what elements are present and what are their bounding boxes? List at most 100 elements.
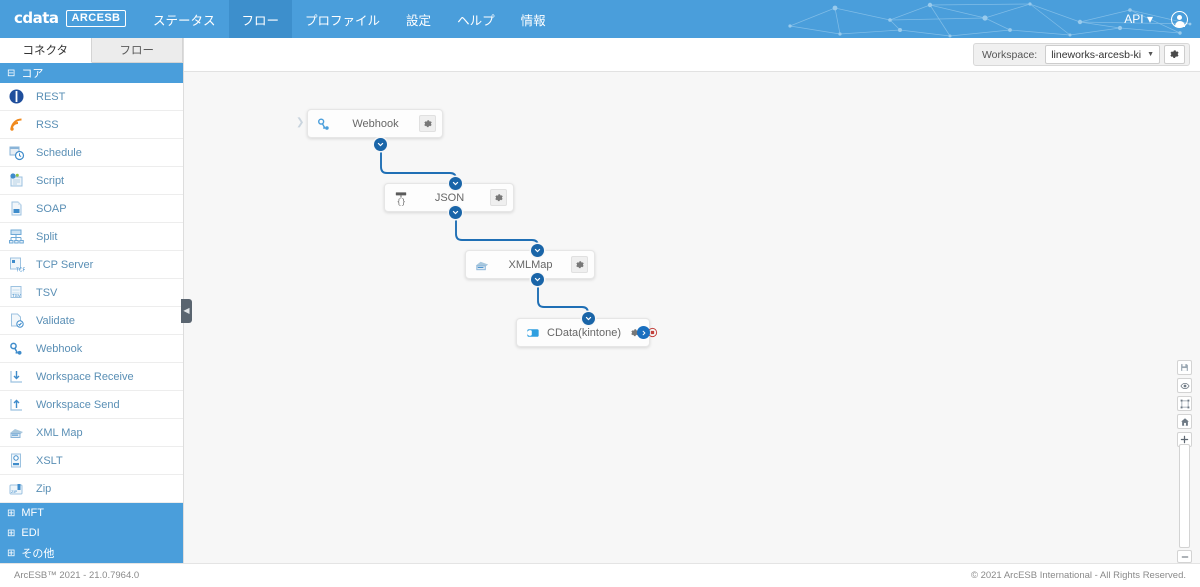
sidebar-group-edi-label: EDI [21, 527, 40, 539]
gear-icon [1170, 50, 1179, 58]
preview-eye-icon [1180, 382, 1189, 389]
api-menu-label: API [1124, 12, 1144, 26]
node-next-chevron-button[interactable] [637, 326, 650, 339]
svg-text:TCP: TCP [16, 268, 25, 274]
sidebar-item-xml-map[interactable]: XML Map [0, 419, 183, 447]
sidebar-item-validate[interactable]: Validate [0, 307, 183, 335]
rest-icon [8, 88, 25, 105]
sidebar-item-label: RSS [36, 118, 59, 131]
canvas-fit-screen-button[interactable] [1177, 396, 1192, 411]
flow-node-webhook[interactable]: Webhook [307, 109, 443, 138]
sidebar-group-other[interactable]: ⊞ その他 [0, 543, 183, 563]
top-header: cdata ARCESB ステータス フロー プロファイル 設定 ヘルプ 情報 … [0, 0, 1200, 38]
flow-node-webhook-output-port[interactable] [374, 138, 387, 151]
flow-canvas[interactable]: Webhook ❯ {} JSON XM [184, 72, 1200, 563]
sidebar-item-schedule[interactable]: Schedule [0, 139, 183, 167]
expand-group-icon: ⊞ [7, 547, 16, 559]
canvas-save-button[interactable] [1177, 360, 1192, 375]
sidebar-item-split[interactable]: Split [0, 223, 183, 251]
flow-node-cdata-input-port[interactable] [582, 312, 595, 325]
save-icon [1181, 364, 1188, 371]
nav-item-flow[interactable]: フロー [228, 0, 293, 38]
flow-node-json[interactable]: {} JSON [384, 183, 514, 212]
rss-icon [8, 116, 25, 133]
canvas-tool-buttons [1177, 360, 1192, 447]
header-network-decoration [788, 2, 1192, 38]
sidebar-item-workspace-send[interactable]: Workspace Send [0, 391, 183, 419]
workspace-send-icon [8, 396, 25, 413]
flow-node-xmlmap-output-port[interactable] [531, 273, 544, 286]
sidebar-group-mft-label: MFT [21, 507, 44, 519]
validate-icon [8, 312, 25, 329]
workspace-label: Workspace: [981, 48, 1038, 61]
sidebar-item-label: Webhook [36, 342, 83, 355]
sidebar-item-script[interactable]: Script [0, 167, 183, 195]
sidebar-item-label: TCP Server [36, 258, 94, 271]
sidebar-tabs: コネクタ フロー [0, 38, 183, 63]
sidebar-group-edi[interactable]: ⊞ EDI [0, 523, 183, 543]
sidebar-collapse-handle[interactable]: ◀ [181, 299, 192, 323]
sidebar-item-label: XSLT [36, 454, 63, 467]
sidebar-item-xslt[interactable]: XSLT [0, 447, 183, 475]
header-right-actions: API ▾ [1124, 0, 1188, 38]
flow-node-json-input-port[interactable] [449, 177, 462, 190]
flow-node-xmlmap-input-port[interactable] [531, 244, 544, 257]
webhook-icon [316, 116, 332, 132]
flow-node-title: JSON [434, 191, 465, 204]
footer-bar: ArcESB™ 2021 - 21.0.7964.0 © 2021 ArcESB… [0, 563, 1200, 587]
flow-node-json-output-port[interactable] [449, 206, 462, 219]
sidebar-item-label: Split [36, 230, 58, 243]
sidebar-item-label: Validate [36, 314, 75, 327]
sidebar-bottom-groups: ⊞ MFT ⊞ EDI ⊞ その他 [0, 503, 183, 563]
sidebar-item-rss[interactable]: RSS [0, 111, 183, 139]
sidebar-item-tcp-server[interactable]: TCP TCP Server [0, 251, 183, 279]
node-settings-button[interactable] [571, 256, 588, 273]
canvas-zoom-slider[interactable] [1177, 444, 1192, 563]
tsv-icon: TSV [8, 284, 25, 301]
flow-node-title: Webhook [352, 117, 399, 130]
sidebar-connector-list: REST RSS Schedule Script SOAP [0, 83, 183, 503]
zoom-slider-track[interactable] [1179, 444, 1190, 548]
sidebar-item-rest[interactable]: REST [0, 83, 183, 111]
sidebar-group-mft[interactable]: ⊞ MFT [0, 503, 183, 523]
nav-item-status[interactable]: ステータス [153, 13, 216, 28]
node-settings-button[interactable] [490, 189, 507, 206]
api-menu-button[interactable]: API ▾ [1124, 12, 1153, 26]
svg-text:ZIP: ZIP [11, 489, 18, 494]
flow-node-xmlmap[interactable]: XMLMap [465, 250, 595, 279]
node-settings-button[interactable] [419, 115, 436, 132]
footer-copyright: © 2021 ArcESB International - All Rights… [970, 570, 1186, 581]
gear-icon [494, 193, 503, 201]
sidebar-item-zip[interactable]: ZIP Zip [0, 475, 183, 503]
sidebar-tab-connectors[interactable]: コネクタ [0, 38, 92, 63]
node-prev-chevron-icon[interactable]: ❯ [296, 117, 305, 128]
workspace-settings-button[interactable] [1164, 45, 1185, 64]
sidebar-group-core[interactable]: ⊟ コア [0, 63, 183, 83]
canvas-preview-button[interactable] [1177, 378, 1192, 393]
sidebar-item-workspace-receive[interactable]: Workspace Receive [0, 363, 183, 391]
flow-connectors [380, 145, 1200, 563]
canvas-zoom-out-button[interactable] [1177, 550, 1192, 563]
svg-text:TSV: TSV [12, 293, 21, 298]
sidebar-item-soap[interactable]: SOAP [0, 195, 183, 223]
left-sidebar: コネクタ フロー ⊟ コア REST RSS Schedule [0, 38, 184, 563]
sidebar-item-tsv[interactable]: TSV TSV [0, 279, 183, 307]
workspace-receive-icon [8, 368, 25, 385]
nav-item-settings[interactable]: 設定 [406, 13, 432, 28]
nav-item-profile[interactable]: プロファイル [305, 13, 381, 28]
gear-icon [423, 119, 432, 127]
workspace-select[interactable]: lineworks-arcesb-ki ▼ [1045, 45, 1160, 64]
chevron-down-icon: ▼ [1147, 51, 1154, 58]
nav-item-info[interactable]: 情報 [520, 13, 546, 28]
xmlmap-icon [474, 257, 490, 273]
gear-icon [575, 260, 584, 268]
nav-item-help[interactable]: ヘルプ [457, 13, 495, 28]
sidebar-tab-flows[interactable]: フロー [91, 38, 183, 63]
user-avatar-icon[interactable] [1171, 10, 1188, 28]
fit-screen-icon [1180, 399, 1189, 408]
canvas-home-button[interactable] [1177, 414, 1192, 429]
sidebar-item-webhook[interactable]: Webhook [0, 335, 183, 363]
app-logo[interactable]: cdata ARCESB [14, 9, 127, 27]
expand-group-icon: ⊞ [7, 507, 16, 519]
sidebar-item-label: Workspace Send [36, 398, 120, 411]
